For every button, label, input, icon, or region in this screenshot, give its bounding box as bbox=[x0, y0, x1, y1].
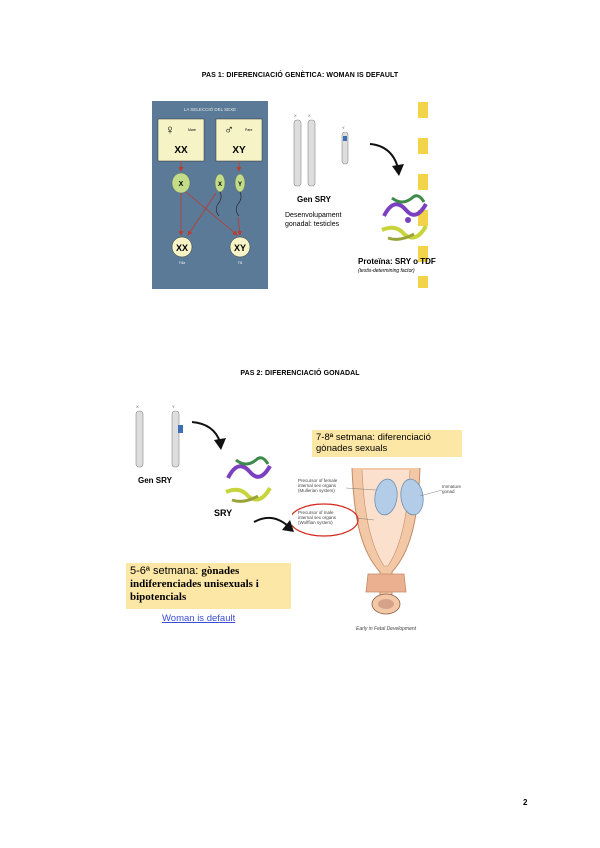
father-label: Pare bbox=[245, 128, 252, 132]
immature-gonad-line2: gonad bbox=[442, 489, 455, 494]
gene-sry-label-2: Gen SRY bbox=[138, 476, 172, 485]
mother-label: Mare bbox=[188, 128, 196, 132]
fetal-development-diagram: Precursor of female internal sex organs … bbox=[289, 462, 472, 634]
mother-karyotype: XX bbox=[174, 145, 188, 156]
week78-box: 7-8ª setmana: diferenciació gònades sexu… bbox=[312, 430, 462, 457]
page-number: 2 bbox=[523, 798, 528, 807]
week56-line3: bipotencials bbox=[130, 591, 187, 603]
gamete-x-mother: X bbox=[179, 181, 184, 188]
section1-heading: PAS 1: DIFERENCIACIÓ GENÈTICA: WOMAN IS … bbox=[201, 72, 399, 79]
male-precursor-line2: internal sex organs bbox=[298, 515, 337, 520]
week56-title: 5-6ª setmana: bbox=[130, 565, 202, 577]
chromosome-pair-image-2: X Y bbox=[132, 403, 188, 469]
male-precursor-line1: Precursor of male bbox=[298, 510, 334, 515]
father-karyotype: XY bbox=[232, 145, 246, 156]
gene-desc-line1: Desenvolupament bbox=[285, 212, 342, 219]
sex-selection-panel: LA SELECCIÓ DEL SEXE ♀ Mare XX ♂ Pare XY… bbox=[152, 101, 268, 289]
gamete-y-father: Y bbox=[238, 182, 242, 188]
offspring-xx: XX bbox=[176, 243, 188, 253]
gamete-x-father: X bbox=[218, 182, 222, 188]
protein-sub-label: (testis-determining factor) bbox=[358, 268, 415, 274]
week56-line2: indiferenciades unisexuals i bbox=[130, 578, 259, 590]
protein-label: Proteïna: SRY o TDF bbox=[358, 257, 436, 266]
diagram-caption: Early in Fetal Development bbox=[356, 626, 417, 632]
offspring-xy: XY bbox=[234, 243, 246, 253]
svg-text:X: X bbox=[308, 113, 311, 118]
curved-arrow-icon-3 bbox=[252, 512, 298, 540]
woman-is-default-link[interactable]: Woman is default bbox=[162, 613, 236, 624]
svg-text:X: X bbox=[294, 113, 297, 118]
female-precursor-line3: (Mullerian system) bbox=[298, 488, 335, 493]
gene-sry-label: Gen SRY bbox=[297, 195, 331, 204]
svg-text:X: X bbox=[136, 404, 139, 409]
curved-arrow-icon bbox=[368, 140, 408, 180]
offspring-xx-label: Filla bbox=[179, 261, 185, 265]
female-precursor-line2: internal sex organs bbox=[298, 483, 337, 488]
gene-desc-line2: gonadal: testicles bbox=[285, 221, 340, 228]
offspring-xy-label: Fill bbox=[238, 261, 243, 265]
male-symbol-icon: ♂ bbox=[224, 122, 234, 137]
curved-arrow-icon-2 bbox=[190, 418, 230, 454]
chromosome-pair-image: X X Y bbox=[290, 112, 352, 188]
week56-word: gònades bbox=[201, 565, 240, 577]
week78-line2: gònades sexuals bbox=[316, 443, 388, 454]
protein-label-2: SRY bbox=[214, 508, 233, 518]
female-precursor-line1: Precursor of female bbox=[298, 478, 338, 483]
female-symbol-icon: ♀ bbox=[165, 122, 175, 137]
sex-selection-diagram: LA SELECCIÓ DEL SEXE ♀ Mare XX ♂ Pare XY… bbox=[152, 101, 268, 289]
male-precursor-line3: (Wolffian system) bbox=[298, 520, 333, 525]
svg-text:Y: Y bbox=[342, 125, 345, 130]
panel-title: LA SELECCIÓ DEL SEXE bbox=[184, 106, 236, 112]
week56-box: 5-6ª setmana: gònades indiferenciades un… bbox=[126, 563, 291, 609]
protein-structure-image bbox=[378, 186, 430, 246]
protein-structure-image-2 bbox=[222, 448, 272, 508]
section2-heading: PAS 2: DIFERENCIACIÓ GONADAL bbox=[240, 370, 360, 377]
decorative-yellow-dashes bbox=[418, 100, 428, 290]
week78-line1: 7-8ª setmana: diferenciació bbox=[316, 432, 431, 443]
svg-text:Y: Y bbox=[172, 404, 175, 409]
immature-gonad-line1: Immature bbox=[442, 484, 462, 489]
